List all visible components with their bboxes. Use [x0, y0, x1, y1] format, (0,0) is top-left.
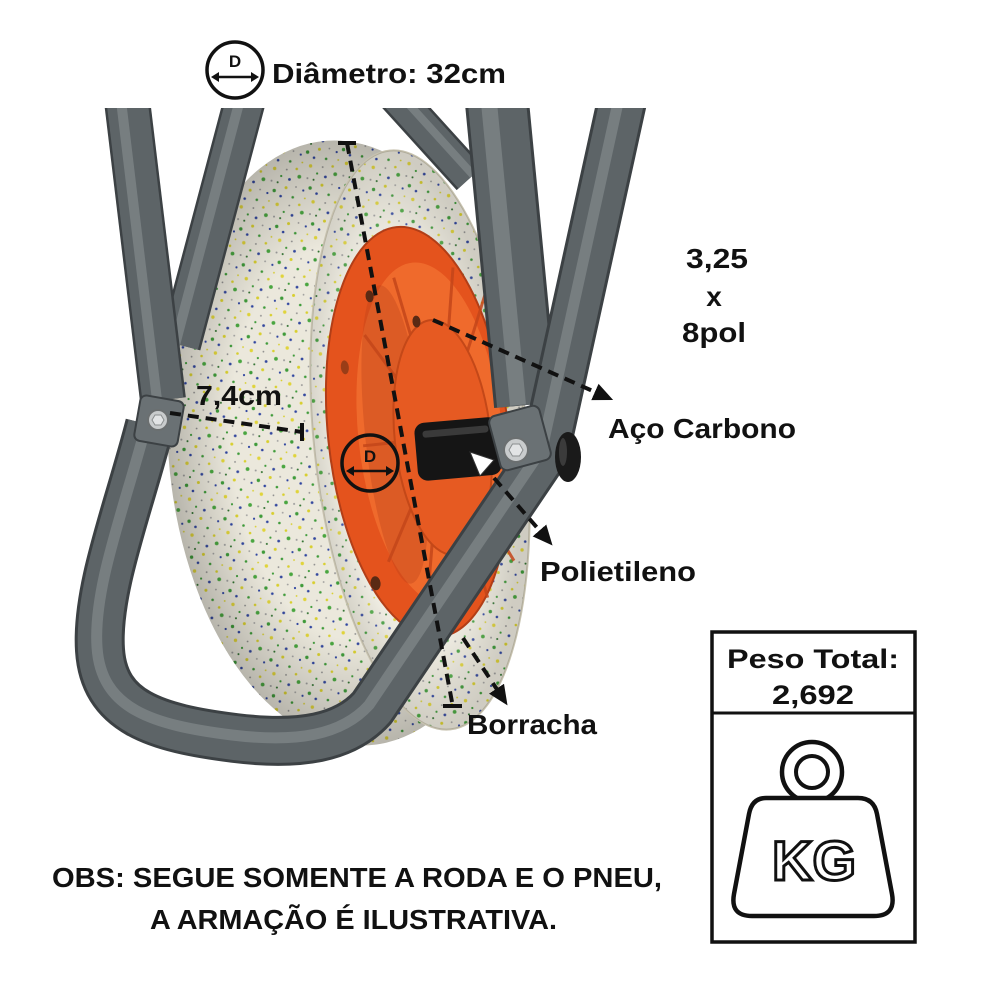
frame-u-tube [74, 108, 647, 766]
left-bracket [133, 394, 185, 448]
weight-value: 2,692 [772, 680, 854, 710]
frame-tube-right-wide [465, 108, 558, 409]
tire-size-width: 3,25 [686, 243, 748, 274]
frame-tube-left-outer [104, 108, 186, 403]
tire-size-label: 3,25 x 8pol [682, 243, 748, 348]
diameter-label: Diâmetro: 32cm [272, 58, 506, 89]
wheelbarrow-frame [74, 108, 647, 766]
hub-material-pointer [492, 476, 553, 546]
rim-material-label: Aço Carbono [608, 413, 796, 444]
kettlebell-weight-icon: KG [731, 739, 895, 919]
diameter-dimension-line [338, 141, 462, 708]
tread-width-dimension-line [169, 411, 304, 441]
note-line-2: A ARMAÇÃO É ILUSTRATIVA. [150, 904, 557, 935]
hub-diameter-icon-letter: D [364, 447, 376, 466]
disclaimer-note: OBS: SEGUE SOMENTE A RODA E O PNEU, A AR… [52, 862, 662, 935]
tire-material-label: Borracha [467, 709, 597, 740]
hub-material-label: Polietileno [540, 556, 696, 587]
tread-width-label: 7,4cm [196, 380, 282, 411]
right-bracket [488, 404, 552, 472]
axle-end-cap [555, 432, 581, 482]
tire-size-separator: x [706, 281, 722, 312]
hub-pointer-arrowhead-icon [469, 451, 495, 477]
tire-size-rim: 8pol [682, 317, 746, 348]
diameter-icon: D [205, 40, 265, 100]
diameter-icon-letter: D [229, 52, 241, 71]
frame-tube-rear-diagonal [382, 108, 484, 191]
rim-material-pointer [432, 318, 614, 401]
weight-title: Peso Total: [727, 644, 899, 674]
weight-box: Peso Total: 2,692 KG [710, 630, 917, 944]
kettlebell-kg-text: KG [772, 829, 856, 892]
hub-diameter-icon: D [340, 433, 400, 493]
frame-tube-left-inner [159, 108, 265, 351]
tire-material-pointer [461, 636, 508, 706]
note-line-1: OBS: SEGUE SOMENTE A RODA E O PNEU, [52, 862, 662, 893]
